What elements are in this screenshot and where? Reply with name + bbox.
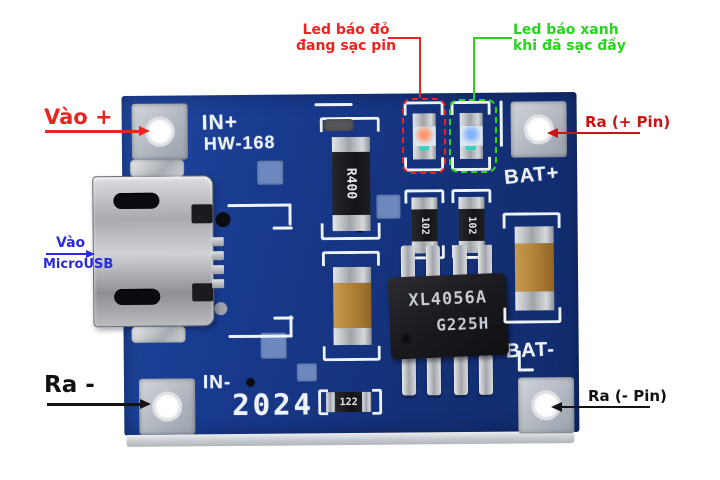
resistor-bottom-label: 122 — [339, 396, 358, 408]
label-led-green-line1: Led báo xanh — [513, 22, 619, 38]
callout-line-green — [473, 37, 475, 99]
via-dot — [214, 302, 228, 316]
ic-pin1-dimple — [400, 332, 413, 346]
resistor-led2-body: 102 — [458, 208, 485, 242]
callout-line-green — [474, 37, 512, 39]
resistor-bottom-body: 122 — [335, 391, 363, 413]
silkscreen-line — [314, 102, 353, 107]
ic-pin — [453, 354, 469, 396]
micro-usb-connector — [92, 175, 215, 328]
label-led-green: Led báo xanh khi đã sạc đầy — [513, 22, 633, 54]
silkscreen-in-plus: IN+ — [201, 110, 239, 135]
label-output-minus-pin: Ra (- Pin) — [588, 387, 667, 405]
silkscreen-line — [272, 226, 293, 230]
resistor-led2-label: 102 — [466, 215, 478, 235]
silkscreen-in-minus: IN- — [202, 372, 232, 394]
solder-blob — [131, 326, 186, 343]
copper-pad-square — [296, 363, 317, 382]
silkscreen-line — [499, 100, 503, 147]
arrow-right-icon — [86, 250, 95, 258]
ic-pin — [401, 355, 417, 396]
usb-mount-tab — [192, 283, 214, 302]
solder-blob — [130, 159, 185, 177]
silkscreen-line — [273, 316, 294, 320]
silkscreen-line — [288, 203, 292, 226]
label-led-red: Led báo đỏ đang sạc pin — [296, 22, 396, 54]
silkscreen-bracket — [372, 388, 383, 415]
ic-part-number: XL4056A — [407, 287, 488, 311]
capacitor-right — [514, 243, 555, 292]
resistor-main-cap — [332, 214, 371, 232]
usb-anchor-slot — [114, 288, 161, 306]
solder-blob — [323, 118, 354, 132]
arrow-line-input-plus — [45, 130, 141, 133]
resistor-main-body: R400 — [331, 151, 371, 216]
silkscreen-bat-minus: BAT- — [505, 338, 556, 363]
silkscreen-line — [227, 203, 292, 208]
arrow-line-usb-in — [46, 253, 88, 255]
capacitor-left — [333, 282, 372, 329]
arrow-line-output-plus-pin — [556, 132, 640, 134]
resistor-bottom-cap — [362, 391, 372, 412]
via-dot — [215, 212, 231, 228]
ic-pin — [478, 354, 494, 395]
callout-line-red — [419, 37, 421, 98]
resistor-led1-cap — [411, 197, 438, 210]
copper-pad-square — [257, 160, 284, 185]
highlight-box-red-led — [402, 98, 446, 174]
pcb-board: IN+ HW-168 BAT+ BAT- IN- 2024 R400 — [92, 92, 580, 447]
silkscreen-year: 2024 — [232, 387, 315, 423]
label-usb-in-line2: MicroUSB — [43, 257, 114, 272]
usb-anchor-slot — [113, 192, 160, 210]
capacitor-cap — [332, 266, 372, 284]
label-output-minus: Ra - — [44, 372, 95, 398]
capacitor-cap — [515, 291, 555, 311]
resistor-main-label: R400 — [343, 167, 359, 200]
charger-ic: XL4056A G225H — [387, 272, 510, 360]
usb-mount-tab — [191, 204, 213, 224]
arrow-right-icon — [139, 126, 150, 136]
silkscreen-bracket — [322, 345, 381, 362]
label-output-plus-pin: Ra (+ Pin) — [585, 113, 671, 131]
label-usb-in-line1: Vào — [56, 235, 86, 251]
mounting-hole-bottom-left — [152, 391, 183, 422]
label-led-red-line1: Led báo đỏ — [302, 22, 390, 38]
label-led-red-line2: đang sạc pin — [296, 38, 397, 54]
via-dot — [245, 377, 256, 387]
usb-pin — [211, 237, 224, 247]
resistor-led2-cap — [458, 196, 485, 210]
label-input-plus: Vào + — [44, 105, 113, 129]
arrow-left-icon — [551, 402, 562, 412]
resistor-main-cap — [331, 136, 370, 153]
highlight-box-green-led — [449, 99, 497, 173]
arrow-right-icon — [140, 399, 151, 409]
ic-pin — [426, 355, 442, 396]
silkscreen-line — [228, 334, 293, 339]
arrow-left-icon — [547, 128, 558, 138]
usb-pin — [211, 251, 224, 261]
capacitor-cap — [514, 226, 554, 244]
usb-pin — [211, 265, 225, 275]
capacitor-cap — [333, 327, 372, 346]
usb-pin — [212, 279, 225, 289]
resistor-led1-label: 102 — [419, 216, 431, 235]
copper-pad-square — [376, 194, 401, 219]
arrow-line-output-minus — [47, 403, 142, 406]
ic-pin — [425, 245, 441, 280]
callout-line-red — [388, 37, 421, 39]
silkscreen-bracket — [321, 250, 380, 267]
label-led-green-line2: khi đã sạc đầy — [513, 38, 626, 54]
resistor-led1-body: 102 — [411, 209, 438, 242]
ic-pin — [400, 245, 416, 280]
arrow-line-output-minus-pin — [560, 406, 650, 408]
resistor-bottom-cap — [326, 392, 336, 413]
silkscreen-model: HW-168 — [203, 132, 276, 154]
